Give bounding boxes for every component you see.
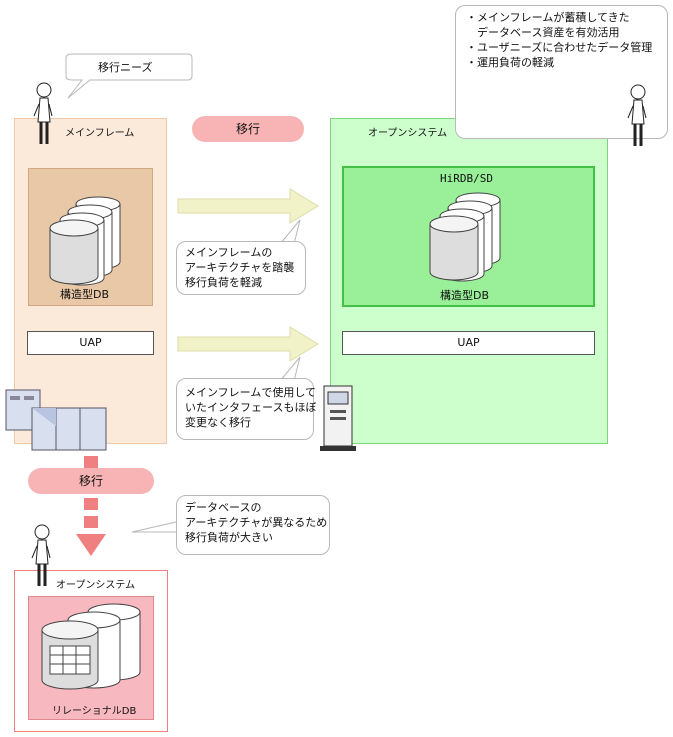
person-icon <box>33 82 53 144</box>
callout-db-pointer <box>279 219 301 245</box>
speech-bubble-top-text: 移行ニーズ <box>98 61 153 74</box>
open-system-bottom-title: オープンシステム <box>56 580 136 591</box>
arrow-db-migration <box>177 188 319 224</box>
migration-pill-top: 移行 <box>192 116 304 142</box>
person-icon <box>31 524 51 586</box>
open-system-right-title: オープンシステム <box>368 128 448 139</box>
mainframe-db-cylinders-icon <box>49 196 121 286</box>
callout-rdb-line: 移行負荷が大きい <box>185 531 273 544</box>
benefit-line: データベース資産を有効活用 <box>466 26 620 39</box>
callout-uap: メインフレームで使用して いたインタフェースもほぼ 変更なく移行 <box>176 378 317 440</box>
hirdb-db-label: 構造型DB <box>440 289 490 302</box>
open-system-uap-box: UAP <box>342 331 595 355</box>
benefits-list: ・メインフレームが蓄積してきた データベース資産を有効活用 ・ユーザニーズに合わ… <box>466 10 652 70</box>
server-tower-icon <box>320 385 356 451</box>
callout-uap-pointer <box>279 356 301 382</box>
benefit-line: ・ユーザニーズに合わせたデータ管理 <box>466 41 653 54</box>
down-arrow <box>76 456 106 556</box>
callout-db-line: アーキテクチャを踏襲 <box>185 261 295 274</box>
callout-db-line: メインフレームの <box>185 246 273 259</box>
mainframe-uap-box: UAP <box>27 331 154 355</box>
callout-uap-line: 変更なく移行 <box>185 416 251 429</box>
arrow-uap-migration <box>177 326 319 362</box>
mainframe-title: メインフレーム <box>65 128 135 139</box>
callout-rdb-pointer <box>131 521 177 533</box>
hirdb-product-label: HiRDB/SD <box>440 172 493 185</box>
speech-bubble-top <box>65 53 193 99</box>
callout-db-line: 移行負荷を軽減 <box>185 276 262 289</box>
callout-rdb-line: アーキテクチャが異なるため <box>185 516 328 529</box>
rdb-label: リレーショナルDB <box>52 706 137 717</box>
person-icon <box>627 84 647 146</box>
mainframe-server-icon <box>5 389 107 451</box>
migration-pill-down: 移行 <box>28 468 154 494</box>
rdb-cylinders-icon <box>41 603 141 690</box>
mainframe-db-label: 構造型DB <box>60 288 110 301</box>
callout-rdb-line: データベースの <box>185 501 262 514</box>
callout-uap-line: いたインタフェースもほぼ <box>185 401 317 414</box>
hirdb-db-cylinders-icon <box>429 192 501 282</box>
callout-uap-line: メインフレームで使用して <box>185 386 317 399</box>
benefit-line: ・メインフレームが蓄積してきた <box>466 11 630 24</box>
callout-rdb: データベースの アーキテクチャが異なるため 移行負荷が大きい <box>176 495 330 555</box>
callout-db: メインフレームの アーキテクチャを踏襲 移行負荷を軽減 <box>176 241 306 295</box>
benefit-line: ・運用負荷の軽減 <box>466 56 554 69</box>
